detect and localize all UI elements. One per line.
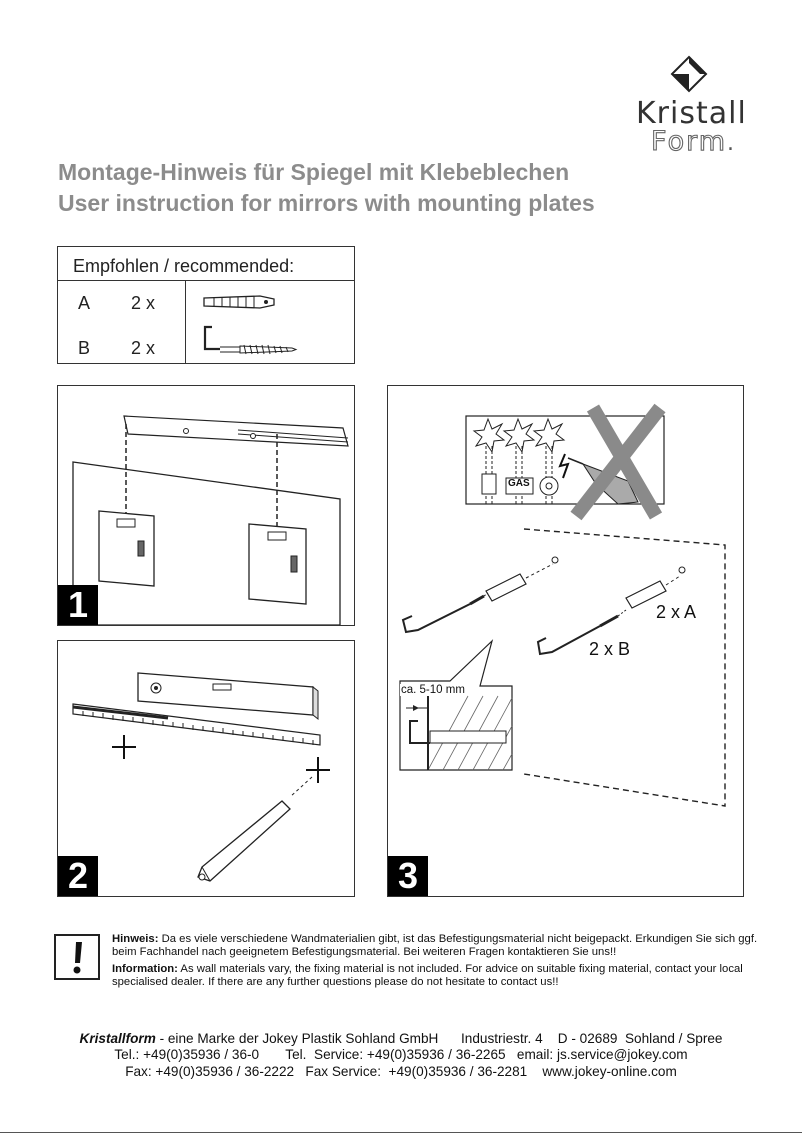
step-2-panel: 2 [57, 640, 355, 897]
brand-subname: Form. [650, 125, 737, 157]
row-b-qty: 2 x [131, 338, 156, 358]
label-2xb: 2 x B [589, 639, 631, 659]
exclamation-warning-icon [54, 934, 100, 980]
footer-line-3: Fax: +49(0)35936 / 36-2222 Fax Service: … [125, 1064, 677, 1079]
step-1-panel: 1 [57, 385, 355, 626]
step-3-number: 3 [388, 856, 428, 896]
step-1-number: 1 [58, 585, 98, 625]
gas-label: GAS [508, 478, 530, 489]
hook-screw-icon [203, 325, 298, 355]
brand-name: Kristall [636, 96, 747, 131]
title-english: User instruction for mirrors with mounti… [58, 190, 595, 216]
notice-german: Hinweis: Da es viele verschiedene Wandma… [112, 933, 758, 958]
footer-line-1: Kristallform - eine Marke der Jokey Plas… [79, 1031, 723, 1046]
drilling-installation-illustration [399, 403, 726, 807]
wall-plug-icon [203, 295, 275, 309]
step-2-number: 2 [58, 856, 98, 896]
label-2xa: 2 x A [656, 602, 697, 622]
bottom-divider [0, 1132, 802, 1133]
recommended-header: Empfohlen / recommended: [58, 247, 354, 281]
footer-line-2: Tel.: +49(0)35936 / 36-0 Tel. Service: +… [114, 1047, 688, 1062]
row-b-letter: B [78, 338, 91, 358]
notice-english: Information: As wall materials vary, the… [112, 963, 743, 988]
step-3-panel: ca. 5-10 mm GAS 2 x A 2 x B 3 [387, 385, 744, 897]
gap-label: ca. 5-10 mm [400, 684, 466, 696]
recommended-table: Empfohlen / recommended: A 2 x B 2 x [57, 246, 355, 364]
spirit-level-marking-illustration [72, 672, 330, 882]
mirror-mounting-plates-illustration [72, 415, 349, 625]
title-german: Montage-Hinweis für Spiegel mit Klebeble… [58, 159, 570, 185]
row-a-letter: A [78, 293, 91, 313]
row-a-qty: 2 x [131, 293, 156, 313]
brand-diamond-icon [670, 55, 708, 93]
